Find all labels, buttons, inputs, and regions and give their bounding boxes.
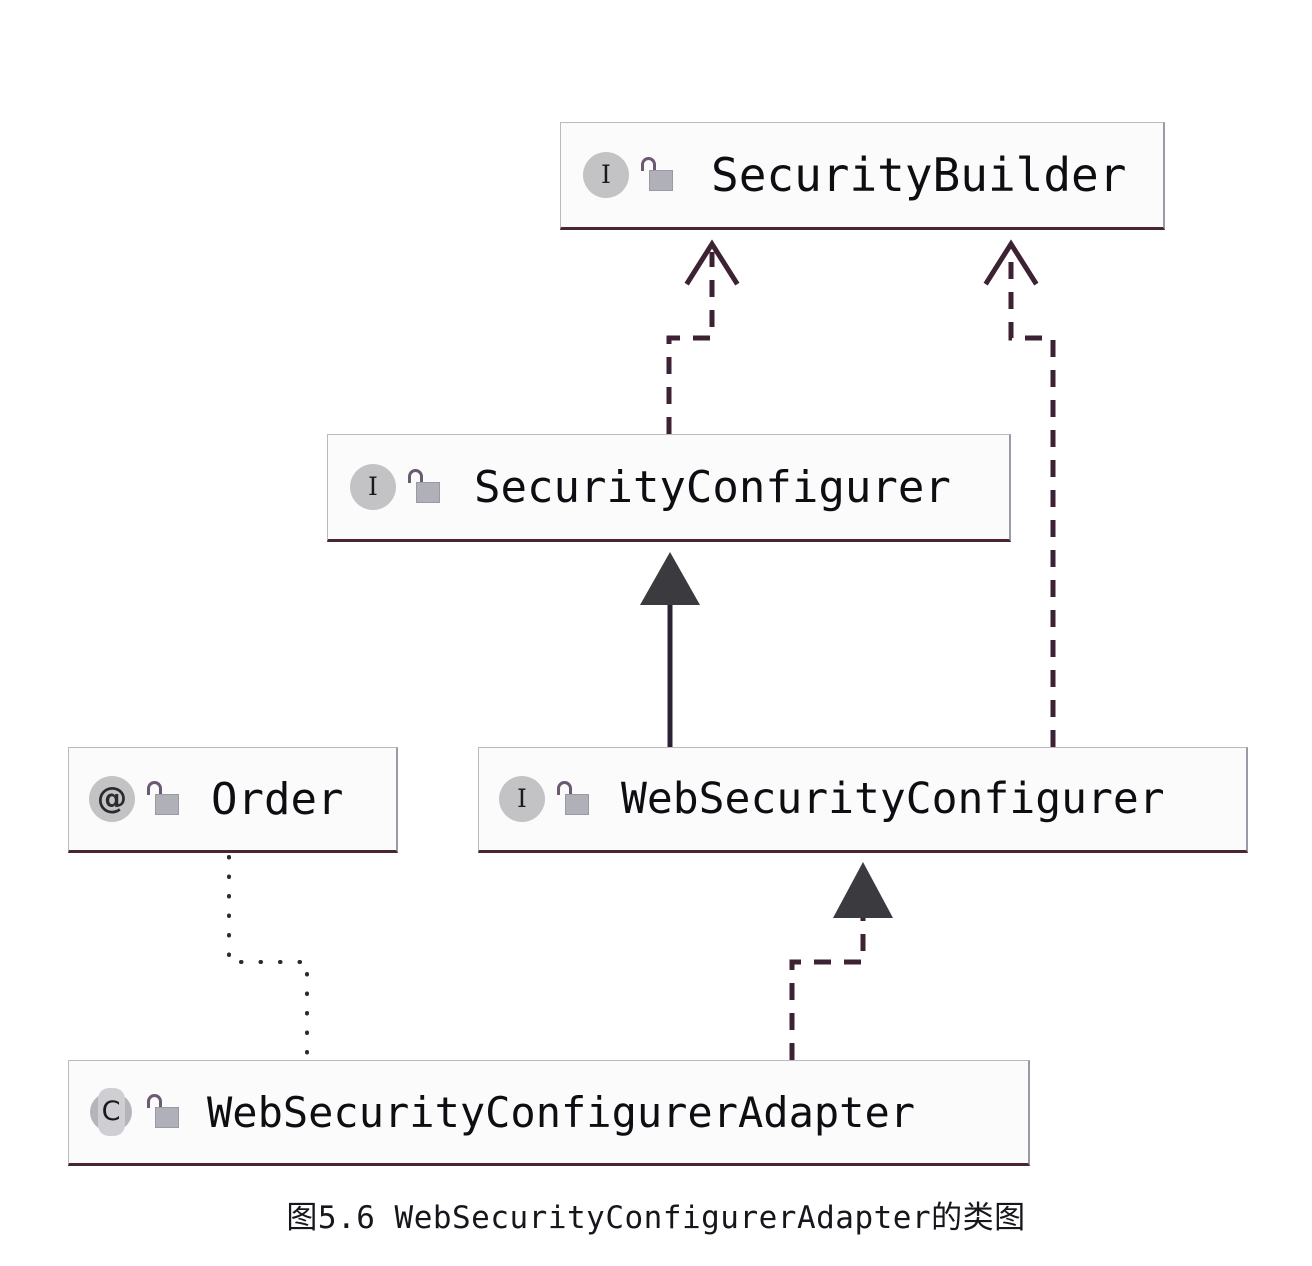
edge-adapter-implements-webconfigurer bbox=[789, 862, 893, 1060]
uml-node-title: SecurityConfigurer bbox=[474, 461, 951, 513]
uml-node-title: WebSecurityConfigurer bbox=[621, 774, 1165, 824]
stereotype-icons: C bbox=[87, 1088, 179, 1136]
uml-node-title: WebSecurityConfigurerAdapter bbox=[207, 1087, 916, 1137]
unlocked-padlock-icon bbox=[555, 781, 589, 817]
unlocked-padlock-icon bbox=[145, 781, 179, 817]
uml-node-security-builder[interactable]: I SecurityBuilder bbox=[560, 122, 1165, 230]
figure-caption: 图5.6 WebSecurityConfigurerAdapter的类图 bbox=[286, 1200, 1026, 1236]
interface-icon: I bbox=[499, 776, 545, 822]
uml-node-security-configurer[interactable]: I SecurityConfigurer bbox=[327, 434, 1011, 542]
unlocked-padlock-icon bbox=[145, 1094, 179, 1130]
stereotype-icons: I bbox=[583, 152, 673, 198]
stereotype-icons: I bbox=[350, 464, 440, 510]
edge-adapter-annotated-order bbox=[227, 855, 309, 1060]
class-icon: C bbox=[87, 1088, 135, 1136]
edge-configurer-realizes-builder bbox=[666, 239, 740, 434]
uml-node-title: SecurityBuilder bbox=[711, 148, 1127, 202]
stereotype-icons: @ bbox=[89, 776, 179, 822]
edge-webconfigurer-extends-configurer bbox=[640, 552, 700, 747]
interface-icon: I bbox=[350, 464, 396, 510]
unlocked-padlock-icon bbox=[639, 157, 673, 193]
class-icon-letter: C bbox=[101, 1096, 121, 1127]
uml-node-title: Order bbox=[211, 773, 344, 825]
stereotype-icons: I bbox=[499, 776, 589, 822]
uml-node-order[interactable]: @ Order bbox=[68, 747, 398, 853]
unlocked-padlock-icon bbox=[406, 469, 440, 505]
interface-icon: I bbox=[583, 152, 629, 198]
uml-node-web-security-configurer[interactable]: I WebSecurityConfigurer bbox=[478, 747, 1248, 853]
uml-node-web-security-configurer-adapter[interactable]: C WebSecurityConfigurerAdapter bbox=[68, 1060, 1030, 1166]
annotation-icon: @ bbox=[89, 776, 135, 822]
